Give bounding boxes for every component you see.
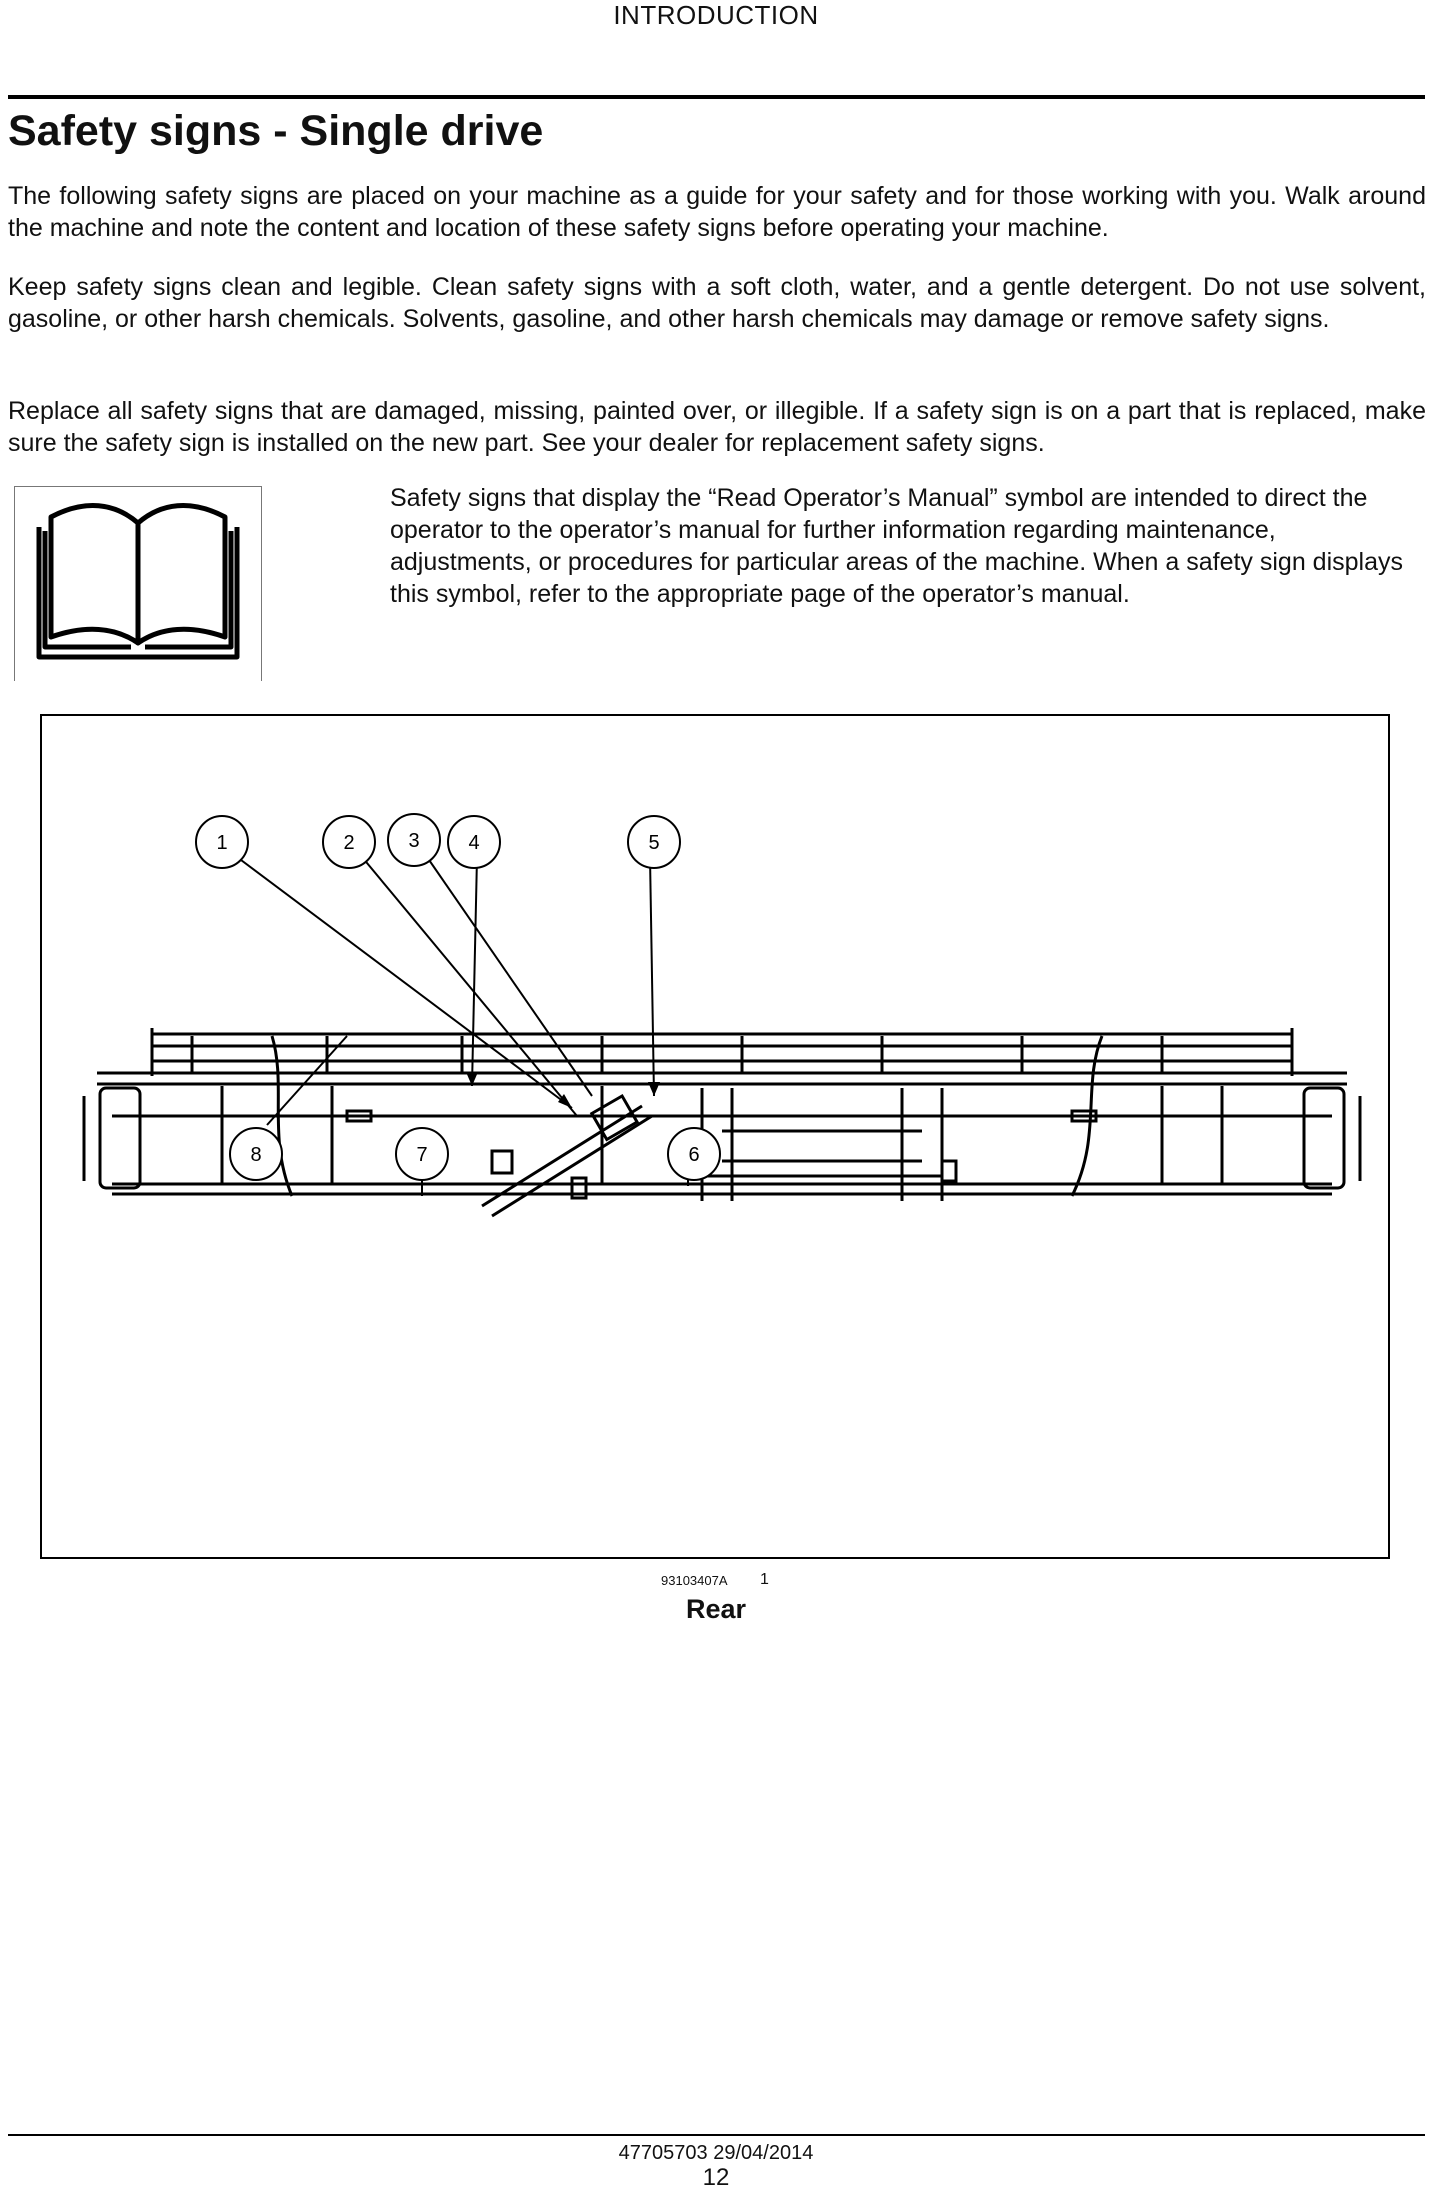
leader-1 (236, 856, 573, 1109)
callout-arrowheads (466, 1072, 660, 1108)
manual-symbol-note: Safety signs that display the “Read Oper… (390, 484, 1404, 608)
callout-1: 1 (195, 815, 249, 869)
svg-text:6: 6 (688, 1144, 699, 1166)
figure-caption: Rear (685, 1594, 747, 1624)
callout-leaders (236, 856, 689, 1196)
cleaning-paragraph: Keep safety signs clean and legible. Cle… (8, 273, 1426, 333)
figure-number: 1 (760, 1571, 769, 1588)
replacement-paragraph: Replace all safety signs that are damage… (8, 397, 1426, 457)
intro-paragraph: The following safety signs are placed on… (8, 182, 1426, 242)
callout-2: 2 (322, 815, 376, 869)
svg-text:1: 1 (216, 832, 227, 854)
leader-2 (361, 856, 578, 1117)
svg-text:3: 3 (408, 830, 419, 852)
callout-6: 6 (667, 1127, 721, 1181)
leader-8 (266, 1035, 348, 1126)
figure-code: 93103407A (661, 1573, 728, 1588)
callout-8: 8 (229, 1127, 283, 1181)
page-header-section: INTRODUCTION (613, 0, 819, 30)
callout-4: 4 (447, 815, 501, 869)
open-book-icon (36, 503, 240, 660)
page-number: 12 (702, 2164, 730, 2191)
machine-diagram-frame: 1 2 3 4 5 6 7 8 (40, 714, 1390, 1559)
machine-drawing (82, 1028, 1362, 1218)
callout-3: 3 (387, 813, 441, 867)
svg-text:7: 7 (416, 1144, 427, 1166)
page-title: Safety signs - Single drive (8, 107, 544, 155)
svg-text:8: 8 (250, 1144, 261, 1166)
svg-text:5: 5 (648, 832, 659, 854)
header-rule (8, 95, 1425, 99)
footer-rule (8, 2134, 1425, 2136)
header-rear-view-diagram: 1 2 3 4 5 6 7 8 (82, 813, 1362, 1218)
document-reference: 47705703 29/04/2014 (618, 2142, 814, 2164)
leader-5 (649, 856, 655, 1097)
svg-text:2: 2 (343, 832, 354, 854)
leader-4 (471, 856, 478, 1087)
svg-text:4: 4 (468, 832, 479, 854)
read-manual-symbol (14, 486, 262, 681)
leader-3 (426, 856, 593, 1097)
callout-5: 5 (627, 815, 681, 869)
callout-7: 7 (395, 1127, 449, 1181)
